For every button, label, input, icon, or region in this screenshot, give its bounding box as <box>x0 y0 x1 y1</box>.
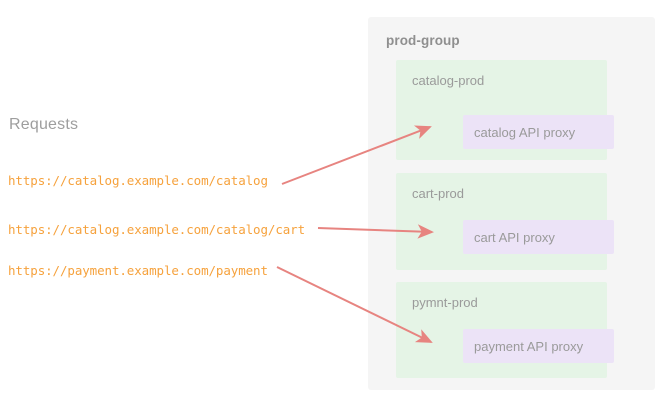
environment-label-cart-prod: cart-prod <box>412 186 465 201</box>
request-url-payment: https://payment.example.com/payment <box>8 263 268 278</box>
environment-box-catalog-prod: catalog-prod catalog API proxy <box>396 60 614 160</box>
prod-group-title: prod-group <box>386 33 460 48</box>
proxy-box-cart: cart API proxy <box>463 220 614 254</box>
proxy-box-payment: payment API proxy <box>463 329 614 363</box>
requests-heading: Requests <box>9 116 79 133</box>
proxy-box-catalog: catalog API proxy <box>463 115 614 149</box>
requests-section: Requests https://catalog.example.com/cat… <box>8 116 306 278</box>
proxy-label-payment: payment API proxy <box>474 338 584 354</box>
proxy-label-catalog: catalog API proxy <box>474 124 576 140</box>
request-url-catalog: https://catalog.example.com/catalog <box>8 173 268 188</box>
environment-box-cart-prod: cart-prod cart API proxy <box>396 173 614 270</box>
environment-label-catalog-prod: catalog-prod <box>412 73 485 88</box>
proxy-label-cart: cart API proxy <box>474 229 555 245</box>
prod-group-panel: prod-group catalog-prod catalog API prox… <box>368 17 655 390</box>
environment-box-pymnt-prod: pymnt-prod payment API proxy <box>396 282 614 378</box>
request-url-cart: https://catalog.example.com/catalog/cart <box>8 222 306 237</box>
environment-label-pymnt-prod: pymnt-prod <box>412 295 478 310</box>
